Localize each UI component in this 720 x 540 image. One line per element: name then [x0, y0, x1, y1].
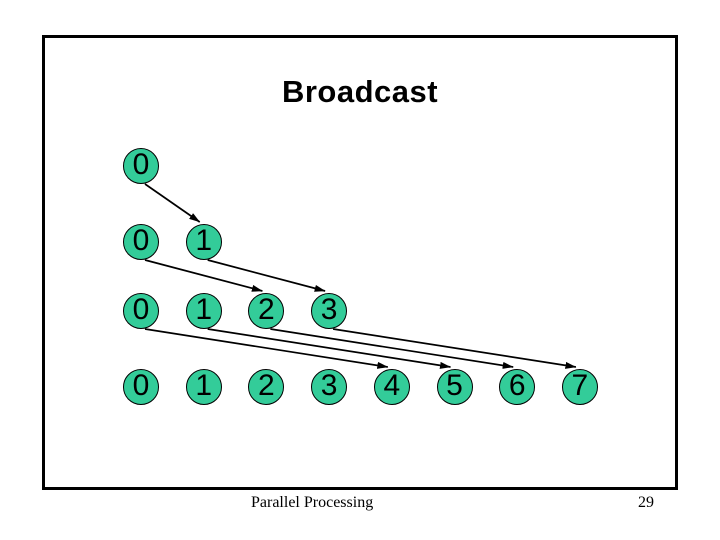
process-node-row3-p5: 5 [436, 369, 473, 405]
page-number: 29 [638, 494, 654, 511]
process-node-row2-p1: 1 [185, 293, 222, 329]
process-node-row0-p0: 0 [123, 148, 159, 184]
process-node-row2-p2: 2 [248, 293, 285, 329]
process-node-row2-p3: 3 [311, 293, 348, 329]
slide-title: Broadcast [281, 74, 439, 109]
process-node-row3-p1: 1 [185, 369, 222, 405]
process-node-row2-p0: 0 [123, 293, 159, 329]
process-node-row3-p7: 7 [561, 369, 598, 405]
process-node-row3-p3: 3 [311, 369, 348, 405]
process-node-row1-p0: 0 [123, 224, 159, 260]
footer-title: Parallel Processing [251, 494, 374, 511]
process-node-row3-p0: 0 [123, 369, 159, 405]
process-node-row3-p6: 6 [499, 369, 536, 405]
process-node-row3-p4: 4 [373, 369, 410, 405]
process-node-row1-p1: 1 [185, 224, 222, 260]
process-node-row3-p2: 2 [248, 369, 285, 405]
